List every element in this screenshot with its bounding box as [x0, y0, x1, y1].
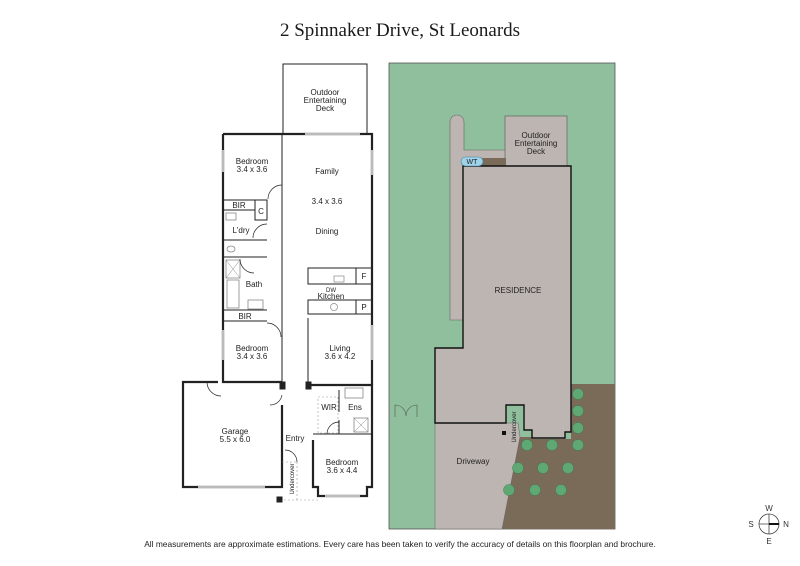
label-bedroom2: Bedroom: [236, 344, 269, 353]
site-label-driveway: Driveway: [457, 457, 490, 466]
floor-plan: [181, 63, 374, 503]
site-label-deck-3: Deck: [527, 147, 546, 156]
floor-plan-labels: Outdoor Entertaining Deck Bedroom 3.4 x …: [220, 88, 367, 495]
label-family-size: 3.4 x 3.6: [312, 197, 343, 206]
label-laundry: L'dry: [232, 226, 249, 235]
site-plan-labels: Outdoor Entertaining Deck WT RESIDENCE D…: [457, 131, 558, 466]
label-kitchen: Kitchen: [318, 292, 345, 301]
label-deck-1: Outdoor: [311, 88, 340, 97]
site-deck: [504, 115, 568, 167]
label-bedroom1: Bedroom: [236, 157, 269, 166]
label-bir2: BIR: [238, 312, 252, 321]
site-plan: [388, 62, 616, 530]
property-address-title: 2 Spinnaker Drive, St Leonards: [279, 20, 521, 41]
water-tank: [460, 156, 484, 167]
label-bedroom1-size: 3.4 x 3.6: [237, 165, 268, 174]
label-deck-3: Deck: [316, 104, 335, 113]
label-undercover: Undercover: [290, 463, 296, 494]
site-label-residence: RESIDENCE: [495, 286, 542, 295]
label-bedroom3-size: 3.6 x 4.4: [327, 466, 358, 475]
label-fridge: F: [362, 272, 367, 281]
disclaimer-text: All measurements are approximate estimat…: [144, 539, 656, 549]
label-bir1: BIR: [232, 201, 246, 210]
label-bath: Bath: [246, 280, 262, 289]
gate-icon: [394, 404, 418, 417]
label-pantry: P: [361, 303, 366, 312]
label-bedroom2-size: 3.4 x 3.6: [237, 352, 268, 361]
site-label-deck-2: Entertaining: [515, 139, 558, 148]
site-label-undercover: Undercover: [512, 411, 518, 442]
label-garage: Garage: [222, 427, 249, 436]
label-living-size: 3.6 x 4.2: [325, 352, 356, 361]
residence: [434, 165, 572, 439]
site-label-water-tank: WT: [467, 159, 479, 166]
compass: W N S E: [748, 504, 789, 546]
label-dishwasher: DW: [326, 288, 336, 294]
label-entry: Entry: [286, 434, 305, 443]
label-dining: Dining: [316, 227, 339, 236]
label-garage-size: 5.5 x 6.0: [220, 435, 251, 444]
shrubs: [503, 388, 584, 496]
compass-east: E: [766, 537, 771, 546]
label-bedroom3: Bedroom: [326, 458, 359, 467]
compass-west: W: [765, 504, 773, 513]
label-family: Family: [315, 167, 339, 176]
label-wir: WIR: [321, 403, 337, 412]
label-deck-2: Entertaining: [304, 96, 347, 105]
label-ensuite: Ens: [348, 403, 362, 412]
label-cupboard: C: [258, 207, 264, 216]
site-label-deck-1: Outdoor: [522, 131, 551, 140]
label-living: Living: [330, 344, 351, 353]
compass-south: S: [748, 520, 753, 529]
compass-north: N: [783, 520, 789, 529]
